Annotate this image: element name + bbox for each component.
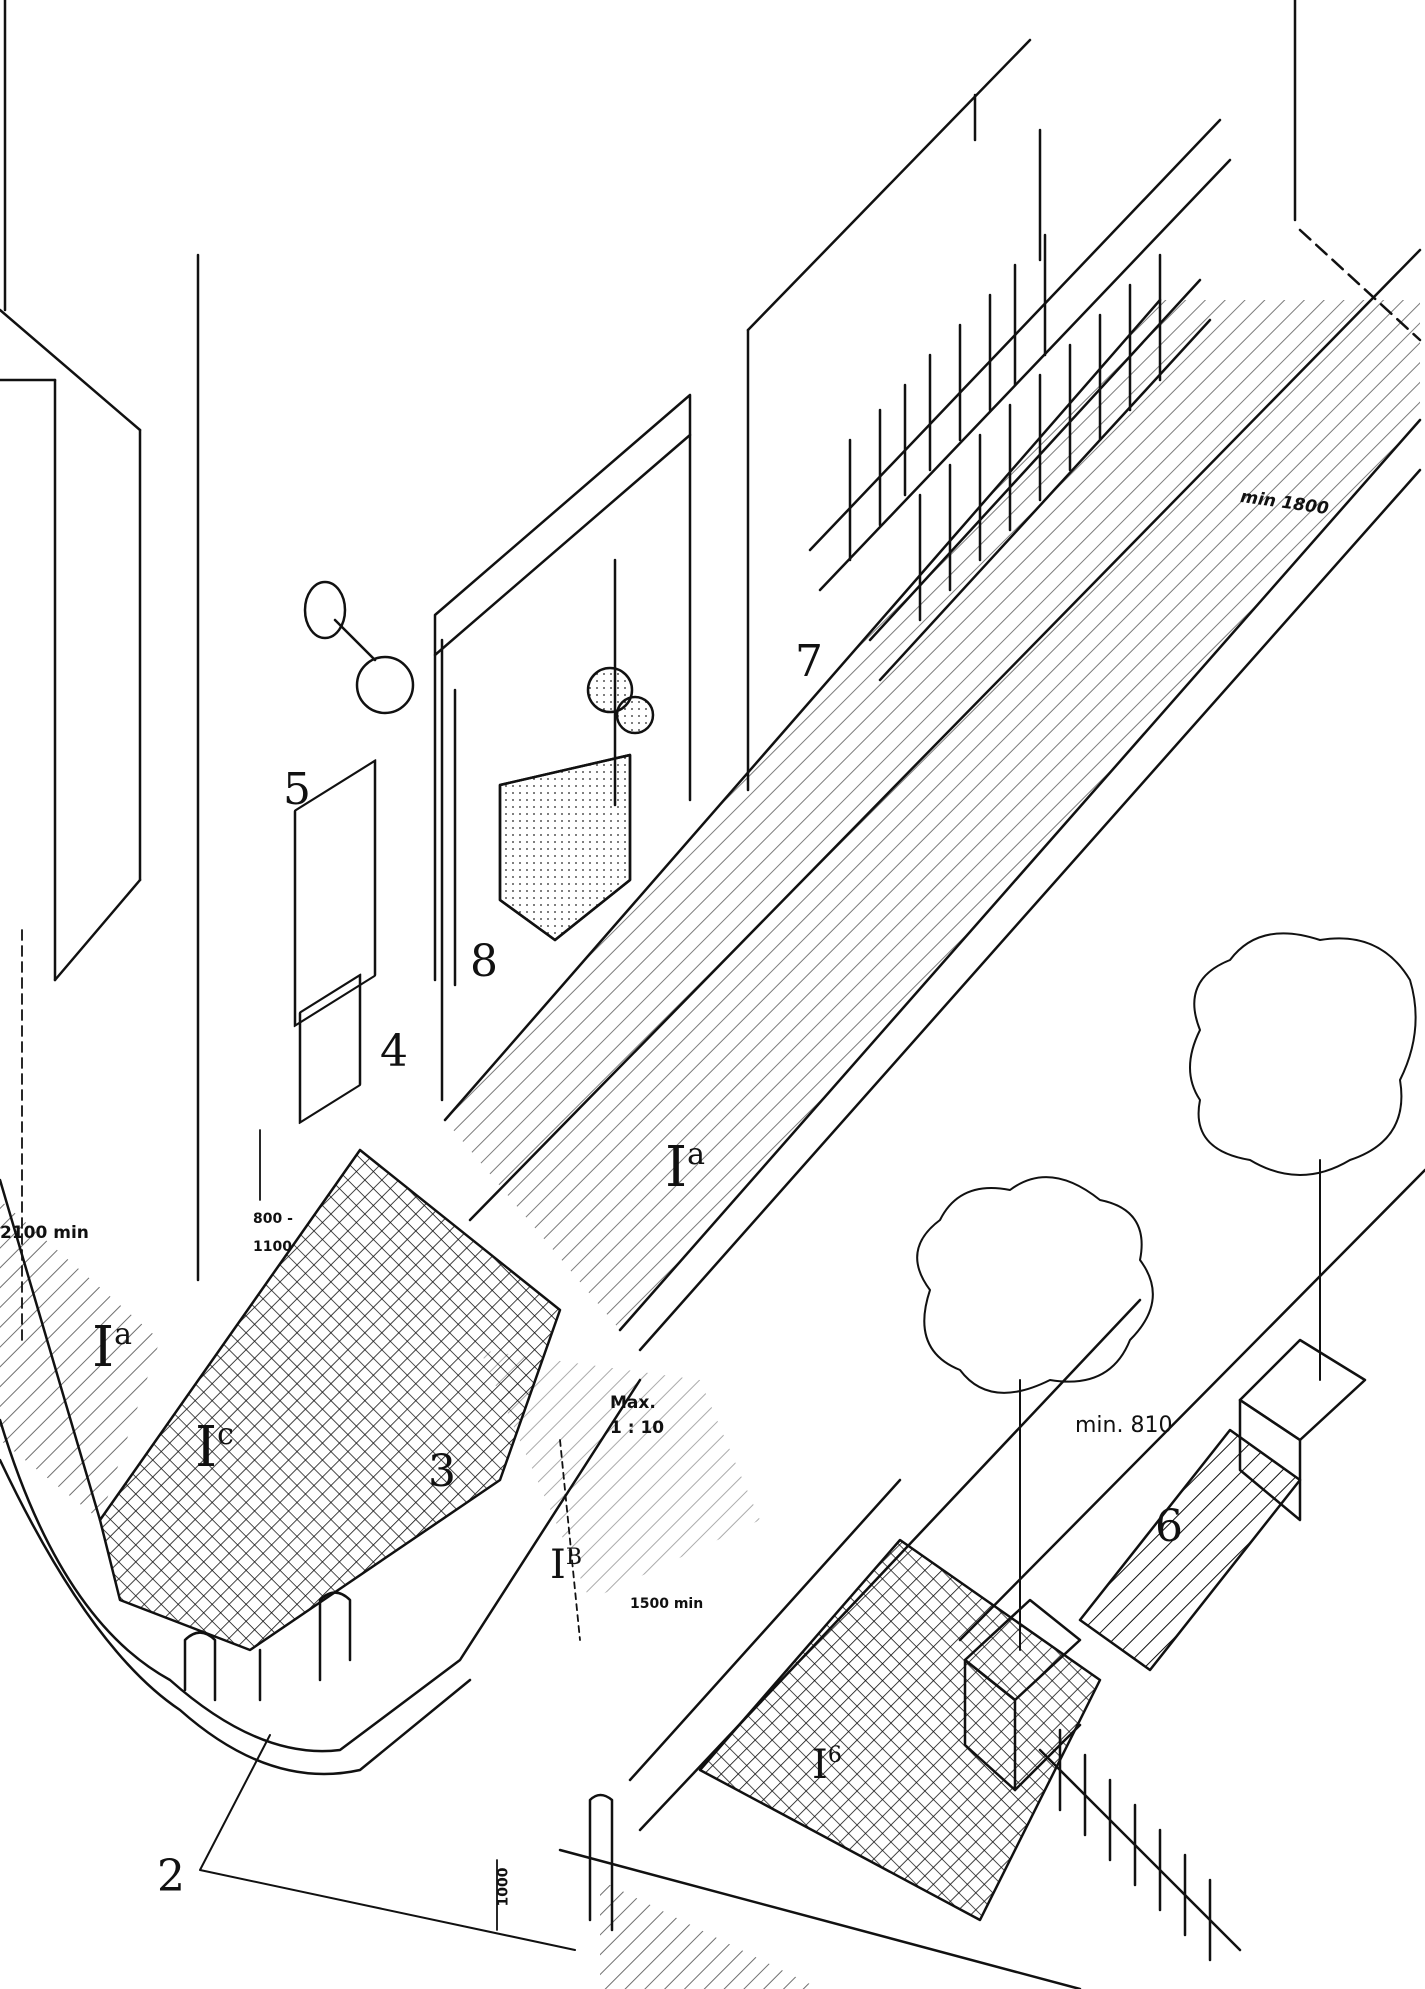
- fence: [1038, 1728, 1242, 1962]
- callout-2: 2: [157, 1851, 185, 1902]
- shop-window: [433, 393, 692, 987]
- dim-max-slope: 1 : 10: [610, 1418, 665, 1438]
- zone-sup: 6: [827, 1743, 842, 1768]
- wall-lamp: [303, 580, 415, 715]
- notice-board: [293, 759, 377, 1028]
- callout-7: 7: [795, 636, 823, 687]
- callout-6: 6: [1155, 1501, 1183, 1552]
- zone-sup: B: [565, 1545, 582, 1570]
- zone-sup: a: [114, 1317, 133, 1352]
- zone-label-i6: I6: [812, 1742, 842, 1788]
- zone-label-ia-main: Ia: [665, 1140, 705, 1196]
- zone-sup: c: [217, 1417, 234, 1452]
- zone-base: I: [92, 1315, 115, 1380]
- dim-min-810: min. 810: [1075, 1413, 1173, 1438]
- callout-3: 3: [428, 1446, 456, 1497]
- zone-label-ic: Ic: [195, 1420, 234, 1476]
- trees: [916, 932, 1417, 1651]
- zone-base: I: [195, 1415, 218, 1480]
- dim-1500-min: 1500 min: [630, 1596, 704, 1612]
- right-island: [558, 1168, 1425, 1989]
- dim-800: 800 -: [253, 1211, 293, 1227]
- dim-1100: 1100: [253, 1239, 292, 1255]
- intercom-panel: [298, 973, 362, 1125]
- pavement-strip: [443, 228, 1422, 1352]
- dim-1000: 1000: [495, 1867, 512, 1907]
- zone-sup: a: [687, 1137, 706, 1172]
- callout-2-leader: [199, 1734, 576, 1951]
- corner-tactile-paving: [0, 1148, 642, 1776]
- callout-8: 8: [470, 936, 498, 987]
- zone-label-ia-left: Ia: [92, 1320, 132, 1376]
- crossing-hatch: [480, 1350, 760, 1600]
- callout-4: 4: [380, 1026, 408, 1077]
- zone-base: I: [665, 1135, 688, 1200]
- callout-5: 5: [283, 764, 311, 815]
- dim-max-label: Max.: [610, 1393, 656, 1413]
- bench: [1078, 1428, 1302, 1672]
- left-building: [0, 0, 142, 982]
- bollards: [183, 1591, 614, 1932]
- zone-base: I: [812, 1742, 828, 1788]
- zone-label-ib: IB: [550, 1545, 582, 1585]
- dim-2100-min: 2100 min: [0, 1223, 89, 1243]
- zone-base: I: [550, 1542, 566, 1588]
